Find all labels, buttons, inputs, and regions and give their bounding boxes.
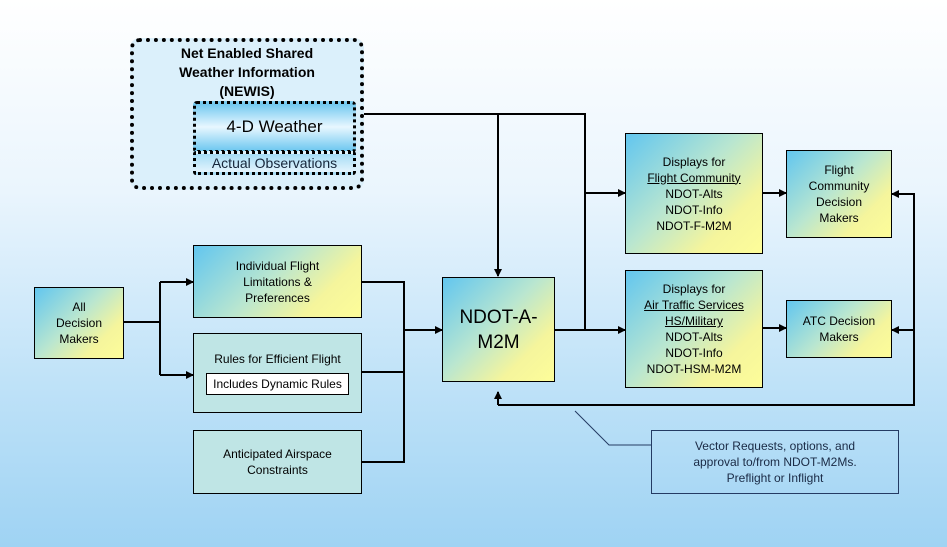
flight-community-displays-box: Displays for Flight Community NDOT-Alts …	[625, 133, 763, 254]
all-decision-makers-box: All Decision Makers	[34, 287, 124, 359]
atc-decision-makers-box: ATC Decision Makers	[786, 300, 892, 358]
callout-line	[574, 410, 651, 446]
ats-displays-box: Displays for Air Traffic Services HS/Mil…	[625, 270, 763, 388]
rules-box: Rules for Efficient Flight Includes Dyna…	[193, 333, 362, 413]
actual-observations-label: Actual Observations	[211, 155, 338, 171]
actual-observations-box: Actual Observations	[193, 151, 356, 175]
ndot-a-m2m-box: NDOT-A- M2M	[442, 277, 555, 382]
airspace-constraints-box: Anticipated Airspace Constraints	[193, 430, 362, 494]
rules-title: Rules for Efficient Flight	[214, 352, 341, 366]
vector-requests-note: Vector Requests, options, and approval t…	[651, 430, 899, 494]
arrow-feedback-flight-makers	[498, 190, 915, 406]
newis-title: Net Enabled Shared Weather Information (…	[179, 45, 315, 99]
dynamic-rules-box: Includes Dynamic Rules	[206, 373, 349, 395]
flight-community-makers-box: Flight Community Decision Makers	[786, 150, 892, 238]
weather-4d-box: 4-D Weather	[193, 101, 356, 153]
arrow-weather-to-flight-displays	[356, 113, 626, 197]
weather-4d-label: 4-D Weather	[226, 117, 323, 136]
individual-flight-box: Individual Flight Limitations & Preferen…	[193, 245, 362, 318]
